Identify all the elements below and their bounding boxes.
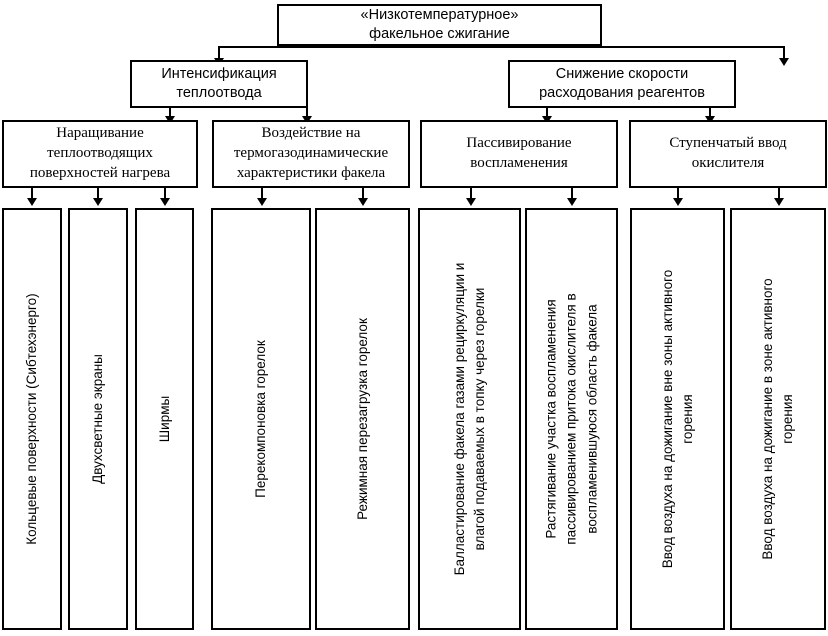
connector-level3-0-to-leaf-1 xyxy=(97,188,99,200)
connector-level2-0-to-level3-0 xyxy=(169,108,171,118)
connector-level2-0-to-level3-1 xyxy=(306,108,308,118)
node-level3-2-label: Пассивирование воспламенения xyxy=(466,135,572,171)
arrow-to-leaf-6 xyxy=(567,198,577,206)
connector-level3-1-to-leaf-3 xyxy=(261,188,263,200)
connector-level3-1-to-leaf-4 xyxy=(362,188,364,200)
connector-level2-1-to-level3-3 xyxy=(709,108,711,118)
leaf-box-1: Двухсветные экраны xyxy=(68,208,128,630)
leaf-box-7-label: Ввод воздуха на дожигание вне зоны актив… xyxy=(659,269,695,569)
connector-level2-1-to-level3-2 xyxy=(546,108,548,118)
leaf-box-0: Кольцевые поверхности (Сибтехэнерго) xyxy=(2,208,62,630)
leaf-box-7: Ввод воздуха на дожигание вне зоны актив… xyxy=(630,208,725,630)
node-level3-3-label: Ступенчатый ввод окислителя xyxy=(669,135,787,171)
node-level3-0: Наращивание теплоотводящих поверхностей … xyxy=(2,120,198,188)
leaf-box-1-label: Двухсветные экраны xyxy=(89,354,105,484)
node-level3-1-label: Воздействие на термогазодинамические хар… xyxy=(233,125,389,181)
node-root: «Низкотемпературное» факельное сжигание xyxy=(277,4,602,46)
leaf-box-3-label: Перекомпоновка горелок xyxy=(252,340,268,498)
leaf-box-4-label: Режимная перезагрузка горелок xyxy=(354,318,370,520)
arrow-to-leaf-5 xyxy=(466,198,476,206)
arrow-to-level2-2 xyxy=(779,58,789,66)
leaf-box-5-label: Баллaстирование факела газами рециркуляц… xyxy=(451,262,487,576)
connector-bus-to-level2-1 xyxy=(218,46,220,59)
node-level2-1-label: Снижение скорости расходования реагентов xyxy=(539,65,705,101)
connector-level3-3-to-leaf-8 xyxy=(778,188,780,200)
arrow-to-leaf-7 xyxy=(673,198,683,206)
arrow-to-leaf-3 xyxy=(257,198,267,206)
node-level2-1: Снижение скорости расходования реагентов xyxy=(508,60,736,108)
connector-level3-3-to-leaf-7 xyxy=(677,188,679,200)
arrow-to-leaf-4 xyxy=(358,198,368,206)
node-level3-1: Воздействие на термогазодинамические хар… xyxy=(212,120,410,188)
node-root-label: «Низкотемпературное» факельное сжигание xyxy=(360,6,519,42)
leaf-box-0-label: Кольцевые поверхности (Сибтехэнерго) xyxy=(23,293,39,545)
node-level3-0-label: Наращивание теплоотводящих поверхностей … xyxy=(29,125,171,181)
node-level3-3: Ступенчатый ввод окислителя xyxy=(629,120,827,188)
leaf-box-3: Перекомпоновка горелок xyxy=(211,208,311,630)
connector-level3-2-to-leaf-5 xyxy=(470,188,472,200)
node-level2-0-label: Интенсификация теплоотвода xyxy=(161,65,277,101)
arrow-to-leaf-2 xyxy=(160,198,170,206)
arrow-to-leaf-8 xyxy=(774,198,784,206)
arrow-to-leaf-0 xyxy=(27,198,37,206)
connector-bus-to-level2-2 xyxy=(783,46,785,59)
node-level2-0: Интенсификация теплоотвода xyxy=(130,60,308,108)
leaf-box-5: Баллaстирование факела газами рециркуляц… xyxy=(418,208,521,630)
connector-level3-0-to-leaf-0 xyxy=(31,188,33,200)
leaf-box-2-label: Ширмы xyxy=(156,395,172,443)
leaf-box-4: Режимная перезагрузка горелок xyxy=(315,208,410,630)
leaf-box-6: Растягивание участка воспламенения пасси… xyxy=(525,208,618,630)
leaf-box-8: Ввод воздуха на дожигание в зоне активно… xyxy=(730,208,826,630)
leaf-box-2: Ширмы xyxy=(135,208,194,630)
connector-level3-2-to-leaf-6 xyxy=(571,188,573,200)
node-level3-2: Пассивирование воспламенения xyxy=(420,120,618,188)
connector-bus-level2 xyxy=(218,46,784,48)
arrow-to-leaf-1 xyxy=(93,198,103,206)
leaf-box-6-label: Растягивание участка воспламенения пасси… xyxy=(543,293,599,545)
leaf-box-8-label: Ввод воздуха на дожигание в зоне активно… xyxy=(759,278,795,560)
connector-level3-0-to-leaf-2 xyxy=(164,188,166,200)
